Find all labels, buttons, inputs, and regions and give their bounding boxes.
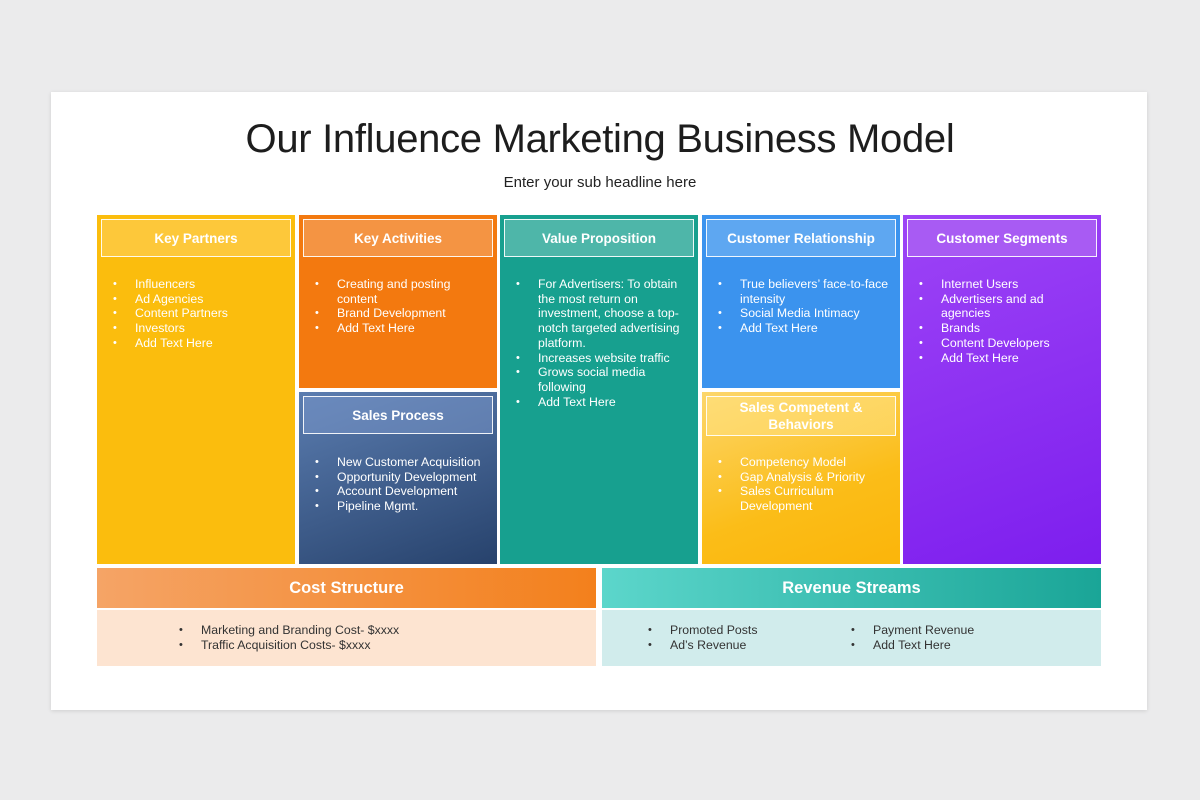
list-item: Brands <box>919 321 1091 336</box>
revenue-streams-list-left: Promoted PostsAd’s Revenue <box>648 623 840 652</box>
value-proposition-card: Value Proposition For Advertisers: To ob… <box>500 215 698 564</box>
list-item: Ad’s Revenue <box>648 638 840 653</box>
sales-process-list: New Customer AcquisitionOpportunity Deve… <box>315 455 487 514</box>
slide-title: Our Influence Marketing Business Model <box>245 117 955 161</box>
sales-process-card: Sales Process New Customer AcquisitionOp… <box>299 392 497 564</box>
list-item: Influencers <box>113 277 285 292</box>
list-item: Investors <box>113 321 285 336</box>
customer-segments-card: Customer Segments Internet UsersAdvertis… <box>903 215 1101 564</box>
revenue-streams-heading: Revenue Streams <box>602 568 1101 608</box>
list-item: Brand Development <box>315 306 487 321</box>
customer-relationship-heading: Customer Relationship <box>706 219 896 257</box>
list-item: Account Development <box>315 484 487 499</box>
list-item: Gap Analysis & Priority <box>718 470 890 485</box>
list-item: Add Text Here <box>113 336 285 351</box>
customer-segments-heading: Customer Segments <box>907 219 1097 257</box>
revenue-streams-list-right: Payment RevenueAdd Text Here <box>851 623 1073 652</box>
list-item: Ad Agencies <box>113 292 285 307</box>
key-partners-list: InfluencersAd AgenciesContent PartnersIn… <box>113 277 285 351</box>
value-proposition-list: For Advertisers: To obtain the most retu… <box>516 277 688 409</box>
key-activities-heading: Key Activities <box>303 219 493 257</box>
key-activities-list: Creating and posting contentBrand Develo… <box>315 277 487 336</box>
list-item: Promoted Posts <box>648 623 840 638</box>
sales-process-heading: Sales Process <box>303 396 493 434</box>
revenue-streams-body: Promoted PostsAd’s Revenue Payment Reven… <box>602 610 1101 666</box>
cost-structure-body: Marketing and Branding Cost- $xxxxTraffi… <box>97 610 596 666</box>
list-item: Add Text Here <box>851 638 1073 653</box>
list-item: Social Media Intimacy <box>718 306 890 321</box>
list-item: Add Text Here <box>315 321 487 336</box>
sales-competent-list: Competency ModelGap Analysis & PriorityS… <box>718 455 890 514</box>
list-item: Internet Users <box>919 277 1091 292</box>
list-item: For Advertisers: To obtain the most retu… <box>516 277 688 351</box>
list-item: Traffic Acquisition Costs- $xxxx <box>179 638 586 653</box>
list-item: True believers’ face-to-face intensity <box>718 277 890 306</box>
customer-relationship-list: True believers’ face-to-face intensitySo… <box>718 277 890 336</box>
list-item: Pipeline Mgmt. <box>315 499 487 514</box>
slide-subtitle: Enter your sub headline here <box>503 174 697 191</box>
list-item: Content Developers <box>919 336 1091 351</box>
customer-relationship-card: Customer Relationship True believers’ fa… <box>702 215 900 388</box>
sales-competent-card: Sales Competent & Behaviors Competency M… <box>702 392 900 564</box>
value-proposition-heading: Value Proposition <box>504 219 694 257</box>
list-item: Add Text Here <box>919 351 1091 366</box>
list-item: Advertisers and ad agencies <box>919 292 1091 321</box>
list-item: Add Text Here <box>718 321 890 336</box>
list-item: Competency Model <box>718 455 890 470</box>
list-item: Payment Revenue <box>851 623 1073 638</box>
sales-competent-heading: Sales Competent & Behaviors <box>706 396 896 436</box>
list-item: Marketing and Branding Cost- $xxxx <box>179 623 586 638</box>
list-item: New Customer Acquisition <box>315 455 487 470</box>
list-item: Grows social media following <box>516 365 688 394</box>
key-partners-card: Key Partners InfluencersAd AgenciesConte… <box>97 215 295 564</box>
list-item: Opportunity Development <box>315 470 487 485</box>
key-partners-heading: Key Partners <box>101 219 291 257</box>
customer-segments-list: Internet UsersAdvertisers and ad agencie… <box>919 277 1091 365</box>
cost-structure-heading: Cost Structure <box>97 568 596 608</box>
list-item: Creating and posting content <box>315 277 487 306</box>
cost-structure-list: Marketing and Branding Cost- $xxxxTraffi… <box>179 623 586 652</box>
key-activities-card: Key Activities Creating and posting cont… <box>299 215 497 388</box>
list-item: Add Text Here <box>516 395 688 410</box>
list-item: Content Partners <box>113 306 285 321</box>
list-item: Increases website traffic <box>516 351 688 366</box>
list-item: Sales Curriculum Development <box>718 484 890 513</box>
